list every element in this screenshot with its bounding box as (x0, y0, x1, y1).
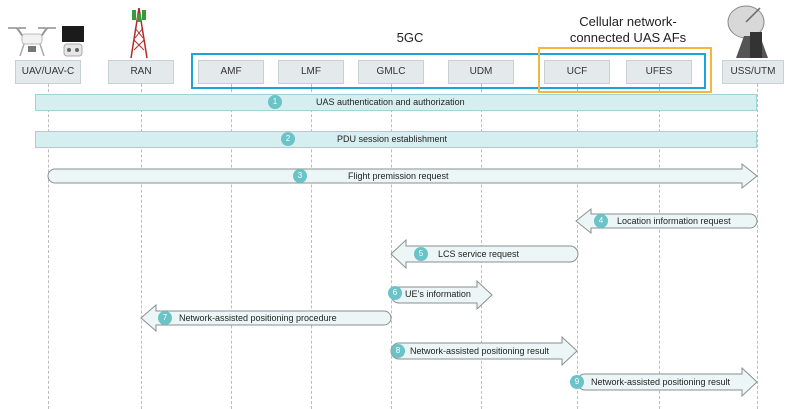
lifeline-ufes (659, 84, 660, 409)
uas-af-group-box (538, 47, 712, 93)
lifeline-amf (231, 84, 232, 409)
step-8-badge: 8 (391, 344, 405, 358)
step-7-arrow (140, 303, 392, 333)
step-2-badge: 2 (281, 132, 295, 146)
entity-udm: UDM (448, 60, 514, 84)
step-1-label: UAS authentication and authorization (316, 97, 465, 107)
step-6-label: UE’s information (405, 289, 471, 299)
entity-amf: AMF (198, 60, 264, 84)
step-3-arrow (47, 162, 758, 190)
step-3-badge: 3 (293, 169, 307, 183)
uas-af-label-line2: connected UAS AFs (569, 30, 687, 45)
cell-tower-icon (130, 7, 148, 59)
5gc-group-box (191, 53, 706, 89)
entity-ufes: UFES (626, 60, 692, 84)
satellite-dish-icon (727, 5, 768, 58)
entity-uav: UAV/UAV-C (15, 60, 81, 84)
entity-uss: USS/UTM (722, 60, 784, 84)
step-1-bar (35, 94, 757, 111)
uas-af-label: Cellular network- connected UAS AFs (558, 14, 698, 46)
step-7-badge: 7 (158, 311, 172, 325)
step-2-bar (35, 131, 757, 148)
drone-icon (8, 26, 84, 57)
entity-gmlc: GMLC (358, 60, 424, 84)
step-4-badge: 4 (594, 214, 608, 228)
step-4-arrow (575, 207, 758, 235)
lifeline-ucf (577, 84, 578, 409)
step-1-badge: 1 (268, 95, 282, 109)
lifeline-ran (141, 84, 142, 409)
entity-ran: RAN (108, 60, 174, 84)
lifeline-uss (757, 84, 758, 409)
5gc-label: 5GC (396, 30, 424, 45)
lifeline-uav (48, 84, 49, 409)
step-3-label: Flight premission request (348, 171, 449, 181)
step-5-badge: 5 (414, 247, 428, 261)
step-9-label: Network-assisted positioning result (591, 377, 731, 387)
step-8-label: Network-assisted positioning result (410, 346, 550, 356)
step-2-label: PDU session establishment (337, 134, 448, 144)
entity-lmf: LMF (278, 60, 344, 84)
step-9-badge: 9 (570, 375, 584, 389)
lifeline-gmlc (391, 84, 392, 409)
lifeline-lmf (311, 84, 312, 409)
step-7-label: Network-assisted positioning procedure (179, 313, 337, 323)
step-6-badge: 6 (388, 286, 402, 300)
step-4-label: Location information request (617, 216, 731, 226)
step-5-label: LCS service request (438, 249, 520, 259)
entity-ucf: UCF (544, 60, 610, 84)
step-5-arrow (390, 238, 579, 270)
uas-af-label-line1: Cellular network- (579, 14, 677, 29)
